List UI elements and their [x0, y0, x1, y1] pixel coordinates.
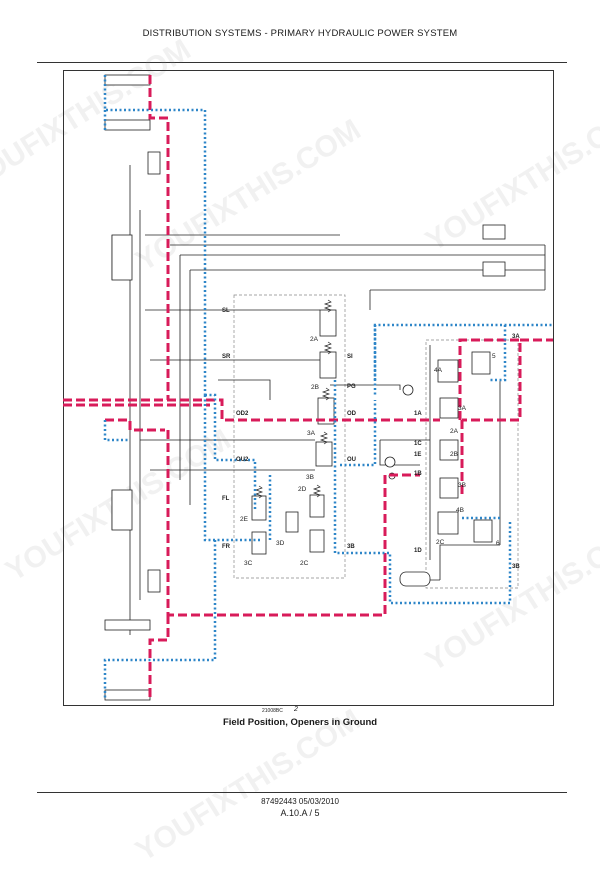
valve-label-2b: 2B: [311, 384, 319, 391]
port-label-od: OD: [347, 411, 357, 417]
valve-label-3a: 3A: [307, 430, 316, 437]
port-label-1a: 1A: [414, 411, 422, 417]
valve-label-3d: 3D: [276, 540, 285, 547]
header-divider: [37, 62, 567, 63]
valve-label-2d: 2D: [298, 486, 307, 493]
relief-label-3b: 3B: [458, 482, 466, 489]
port-label-fl: FL: [222, 496, 230, 502]
relief-label-4b: 4B: [456, 507, 464, 514]
relief-label-6: 6: [496, 540, 500, 547]
port-label-si: SI: [347, 354, 353, 360]
port-label-1c: 1C: [414, 441, 422, 447]
valve-block-outline: [233, 294, 346, 579]
relief-label-2a: 2A: [450, 428, 459, 435]
valve-label-3c: 3C: [244, 560, 253, 567]
relief-label-2c: 2C: [436, 539, 445, 546]
port-label-pg: PG: [347, 384, 356, 390]
port-label-sr: SR: [222, 354, 231, 360]
port-label-fr: FR: [222, 544, 231, 550]
port-label-1d: 1D: [414, 548, 422, 554]
port-label-1e: 1E: [414, 452, 421, 458]
valve-label-2c: 2C: [300, 560, 309, 567]
port-label-3a: 3A: [512, 334, 520, 340]
valve-label-3b: 3B: [306, 474, 314, 481]
relief-label-5: 5: [492, 353, 496, 360]
figure-number: 2: [294, 706, 298, 713]
page-reference: A.10.A / 5: [280, 808, 320, 818]
port-label-od2: OD2: [236, 411, 249, 417]
relief-label-2b: 2B: [450, 451, 458, 458]
actuator-cylinders: [104, 74, 506, 701]
port-label-sl: SL: [222, 308, 230, 314]
relief-label-4a: 4A: [434, 367, 443, 374]
valve-label-2a: 2A: [310, 336, 319, 343]
port-label-ou2: OU2: [236, 457, 249, 463]
diagram-frame: [63, 70, 554, 706]
figure-id: 21008BC: [262, 708, 283, 714]
port-label-1b: 1B: [414, 471, 422, 477]
return-lines: [103, 75, 553, 700]
footer-divider: [37, 792, 567, 793]
port-label-ou: OU: [347, 457, 356, 463]
hydraulic-schematic: SL SR SI PG OD2 OD OU2 OU FL FR 3B 1A 1C…: [63, 74, 553, 701]
pressure-lines: [63, 75, 553, 700]
valve-symbols: [251, 299, 493, 555]
valve-label-2e: 2E: [240, 516, 249, 523]
relief-label-3a: 3A: [458, 405, 467, 412]
page-header-title: DISTRIBUTION SYSTEMS - PRIMARY HYDRAULIC…: [142, 28, 458, 39]
figure-caption: Field Position, Openers in Ground: [222, 717, 378, 728]
port-label-3b: 3B: [347, 544, 355, 550]
port-label-3b-right: 3B: [512, 564, 520, 570]
document-reference: 87492443 05/03/2010: [261, 797, 339, 806]
